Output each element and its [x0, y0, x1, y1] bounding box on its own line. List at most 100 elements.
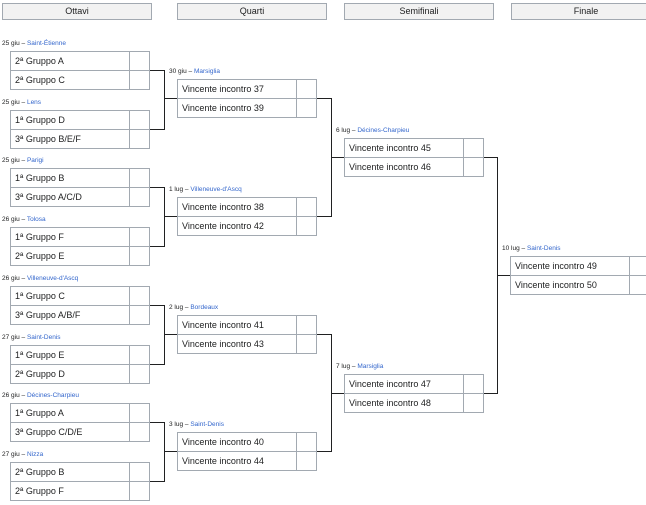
- venue-link[interactable]: Décines-Charpieu: [357, 127, 410, 134]
- venue-link[interactable]: Lens: [26, 99, 42, 106]
- team-name: Vincente incontro 47: [349, 379, 431, 389]
- score-cell: [129, 130, 149, 148]
- match-row: Vincente incontro 42: [177, 216, 317, 236]
- match-date: 25 giu: [2, 157, 20, 164]
- venue-link[interactable]: Tolosa: [26, 216, 46, 223]
- bracket-connector: [164, 334, 177, 335]
- score-cell: [129, 111, 149, 129]
- match-date: 27 giu: [2, 334, 20, 341]
- match-row: Vincente incontro 41: [177, 315, 317, 335]
- round-header: Semifinali: [344, 3, 494, 20]
- venue-link[interactable]: Marsiglia: [357, 363, 384, 370]
- venue-link[interactable]: Villeneuve-d'Ascq: [26, 275, 79, 282]
- bracket-connector: [164, 451, 177, 452]
- team-name: Vincente incontro 48: [349, 398, 431, 408]
- match-row: Vincente incontro 50: [510, 275, 646, 295]
- date-separator: –: [186, 68, 194, 75]
- match-row: 3ª Gruppo A/B/F: [10, 305, 150, 325]
- venue-link[interactable]: Bordeaux: [190, 304, 219, 311]
- venue-link[interactable]: Saint-Denis: [190, 421, 224, 428]
- bracket-connector: [497, 275, 510, 276]
- bracket-connector: [150, 129, 164, 130]
- date-separator: –: [19, 275, 27, 282]
- score-cell: [129, 228, 149, 246]
- venue-link[interactable]: Nizza: [26, 451, 44, 458]
- bracket-connector: [150, 481, 164, 482]
- match-row: Vincente incontro 43: [177, 334, 317, 354]
- bracket-connector: [164, 422, 165, 482]
- score-cell: [629, 276, 646, 294]
- venue-link[interactable]: Marsiglia: [193, 68, 220, 75]
- score-cell: [296, 217, 316, 235]
- match-row: 1ª Gruppo B: [10, 168, 150, 188]
- match-row: Vincente incontro 47: [344, 374, 484, 394]
- match-row: Vincente incontro 46: [344, 157, 484, 177]
- match-row: 2ª Gruppo B: [10, 462, 150, 482]
- score-cell: [463, 394, 483, 412]
- match-date: 1 lug: [169, 186, 184, 193]
- team-name: 1ª Gruppo B: [15, 173, 65, 183]
- team-name: 2ª Gruppo F: [15, 486, 64, 496]
- match-row: 3ª Gruppo A/C/D: [10, 187, 150, 207]
- match-info: 30 giu – Marsiglia: [169, 67, 220, 76]
- venue-link[interactable]: Saint-Denis: [26, 334, 61, 341]
- date-separator: –: [183, 304, 191, 311]
- match-row: 1ª Gruppo A: [10, 403, 150, 423]
- score-cell: [129, 169, 149, 187]
- team-name: Vincente incontro 40: [182, 437, 264, 447]
- date-separator: –: [19, 392, 27, 399]
- date-separator: –: [19, 451, 27, 458]
- score-cell: [129, 423, 149, 441]
- bracket-connector: [484, 157, 497, 158]
- team-name: 1ª Gruppo A: [15, 408, 64, 418]
- match-date: 30 giu: [169, 68, 187, 75]
- score-cell: [129, 188, 149, 206]
- match-info: 25 giu – Saint-Étienne: [2, 39, 66, 48]
- team-name: Vincente incontro 45: [349, 143, 431, 153]
- score-cell: [129, 52, 149, 70]
- score-cell: [129, 365, 149, 383]
- score-cell: [296, 433, 316, 451]
- team-name: 1ª Gruppo E: [15, 350, 65, 360]
- score-cell: [129, 463, 149, 481]
- team-name: 2ª Gruppo A: [15, 56, 64, 66]
- score-cell: [296, 316, 316, 334]
- match-date: 25 giu: [2, 99, 20, 106]
- venue-link[interactable]: Saint-Denis: [526, 245, 561, 252]
- team-name: 3ª Gruppo B/E/F: [15, 134, 81, 144]
- score-cell: [129, 482, 149, 500]
- round-header: Finale: [511, 3, 646, 20]
- match-row: Vincente incontro 38: [177, 197, 317, 217]
- team-name: 1ª Gruppo C: [15, 291, 65, 301]
- match-info: 25 giu – Parigi: [2, 156, 44, 165]
- venue-link[interactable]: Villeneuve-d'Ascq: [190, 186, 242, 193]
- venue-link[interactable]: Parigi: [26, 157, 44, 164]
- match-row: 1ª Gruppo E: [10, 345, 150, 365]
- team-name: Vincente incontro 49: [515, 261, 597, 271]
- bracket-connector: [317, 216, 331, 217]
- venue-link[interactable]: Décines-Charpieu: [26, 392, 79, 399]
- date-separator: –: [19, 334, 27, 341]
- bracket-connector: [150, 422, 164, 423]
- team-name: 2ª Gruppo C: [15, 75, 65, 85]
- match-row: 1ª Gruppo D: [10, 110, 150, 130]
- venue-link[interactable]: Saint-Étienne: [26, 40, 66, 47]
- match-date: 27 giu: [2, 451, 20, 458]
- team-name: 2ª Gruppo D: [15, 369, 65, 379]
- match-info: 27 giu – Nizza: [2, 450, 43, 459]
- match-row: Vincente incontro 37: [177, 79, 317, 99]
- score-cell: [296, 80, 316, 98]
- bracket-connector: [150, 187, 164, 188]
- bracket-connector: [150, 70, 164, 71]
- team-name: Vincente incontro 50: [515, 280, 597, 290]
- round-header: Ottavi: [2, 3, 152, 20]
- bracket-connector: [331, 157, 344, 158]
- date-separator: –: [350, 363, 358, 370]
- team-name: 2ª Gruppo B: [15, 467, 65, 477]
- bracket-connector: [164, 98, 177, 99]
- match-row: 1ª Gruppo C: [10, 286, 150, 306]
- match-date: 26 giu: [2, 216, 20, 223]
- team-name: Vincente incontro 38: [182, 202, 264, 212]
- date-separator: –: [19, 99, 27, 106]
